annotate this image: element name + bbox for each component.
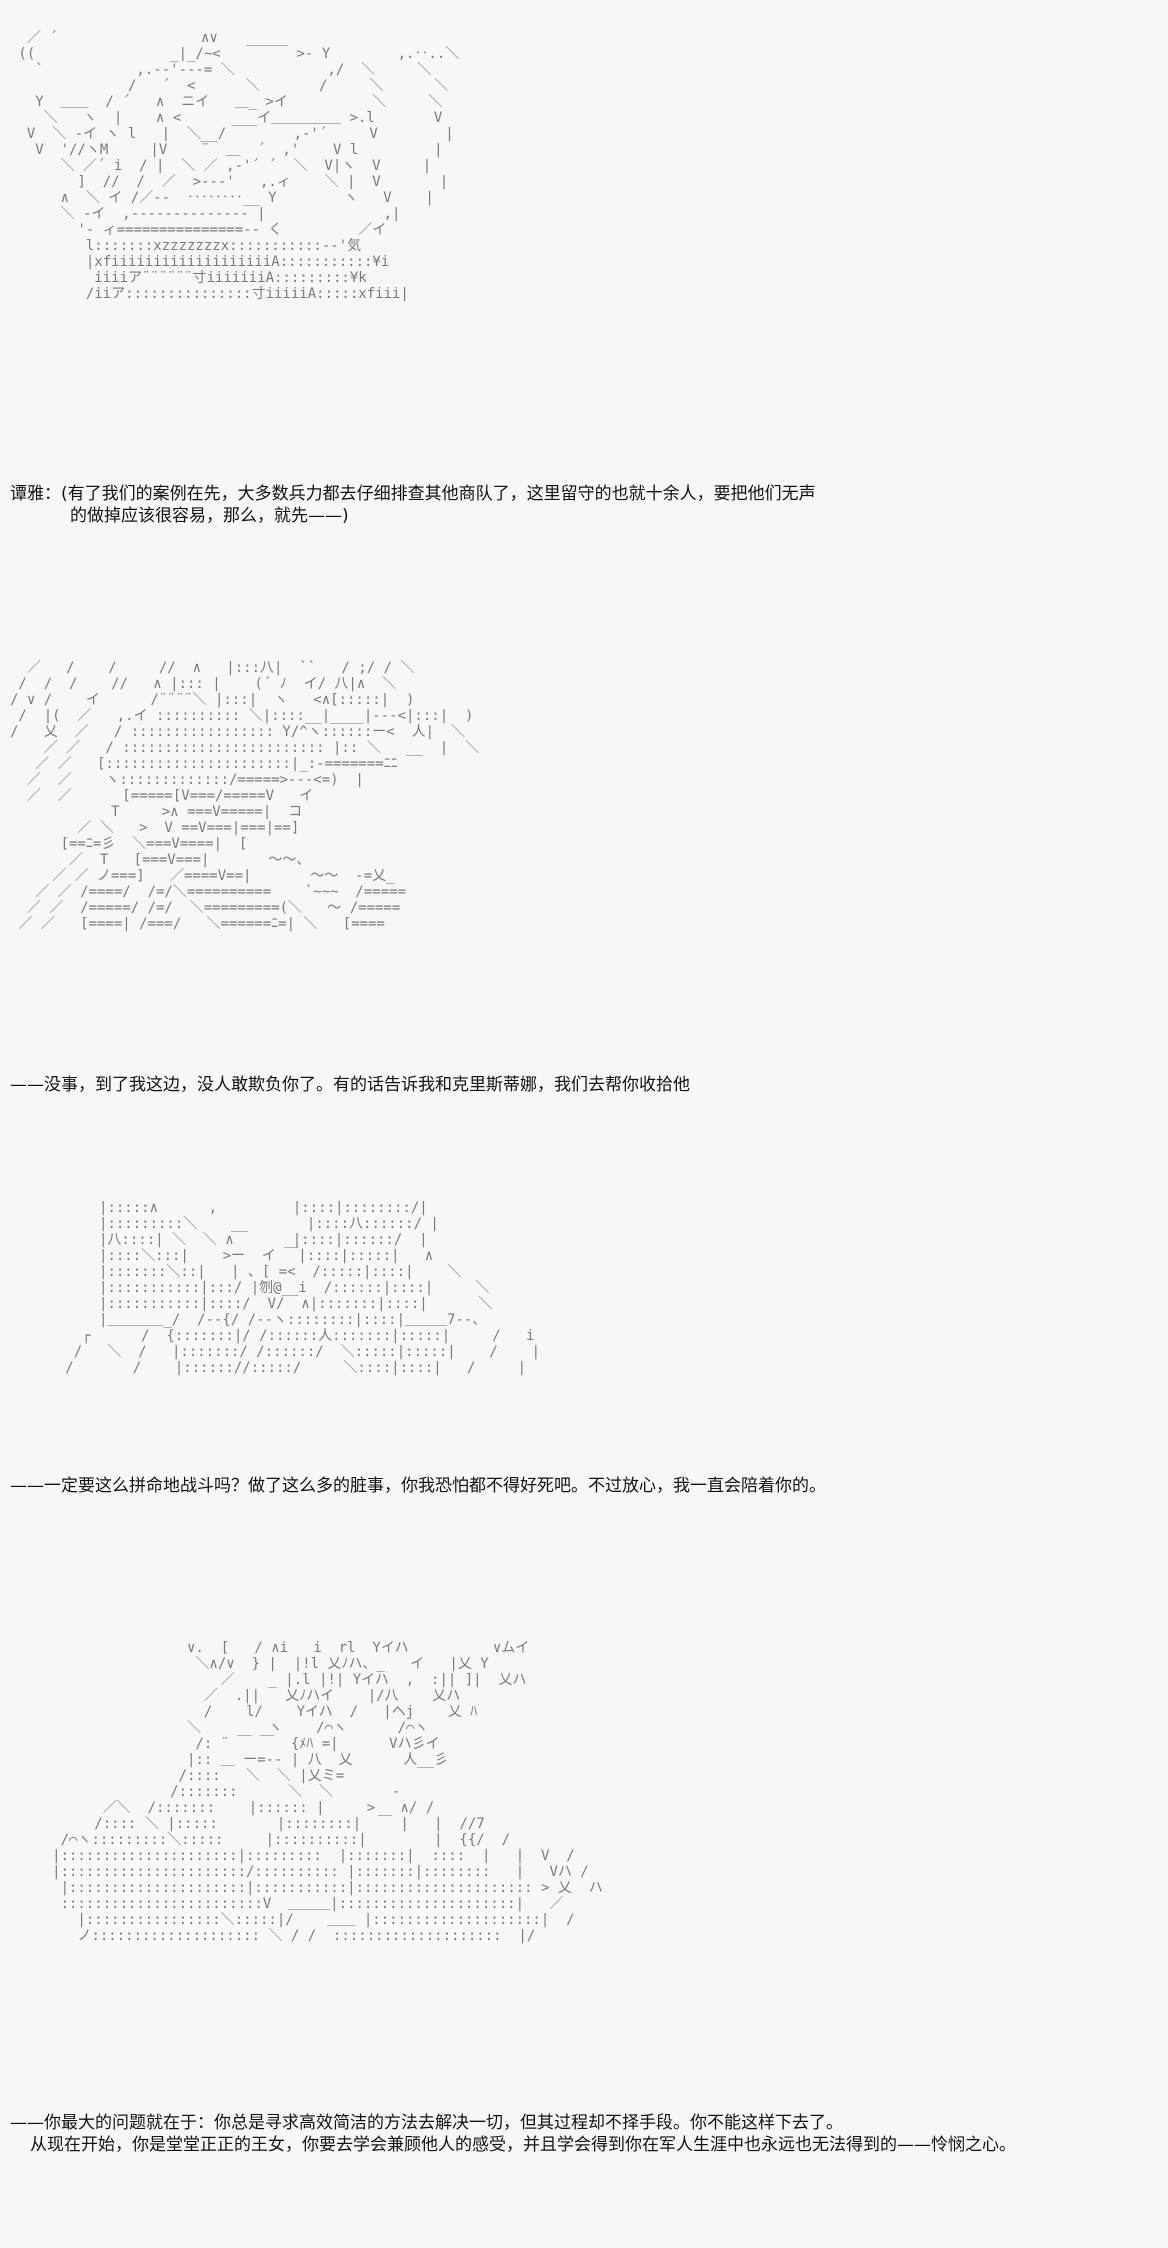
- ascii-art-panel-1: ／ ´ ∧∨ (( _|_/~< ￣￣￣ >- Y ,.‥..＼ ` ,.-‐'…: [18, 30, 460, 302]
- dialogue-line: ——没事，到了我这边，没人敢欺负你了。有的话告诉我和克里斯蒂娜，我们去帮你收拾他: [10, 1075, 690, 1095]
- dialogue-line: 从现在开始，你是堂堂正正的王女，你要去学会兼顾他人的感受，并且学会得到你在军人生…: [30, 2135, 1016, 2155]
- dialogue-panel-4: ——你最大的问题就在于：你总是寻求高效简洁的方法去解决一切，但其过程却不择手段。…: [10, 2112, 1016, 2156]
- ascii-art-panel-3: |:::::∧ , |::::|::::::::/| |:::::::::＼ _…: [65, 1200, 541, 1376]
- dialogue-panel-3: ——一定要这么拼命地战斗吗？做了这么多的脏事，你我恐怕都不得好死吧。不过放心，我…: [10, 1475, 826, 1497]
- ascii-art-panel-2: ／ / / // ∧ |:::八| `` / ;/ / ＼ / / / // ∧…: [10, 660, 480, 932]
- dialogue-panel-1: 谭雅：(有了我们的案例在先，大多数兵力都去仔细排查其他商队了，这里留守的也就十余…: [10, 483, 816, 527]
- ascii-art-panel-4: ∨. [ / ∧i i rl Yイハ ∨ムイ ＼∧/∨ } | |!l 乂ﾉハ、…: [52, 1640, 603, 1944]
- dialogue-line: ——你最大的问题就在于：你总是寻求高效简洁的方法去解决一切，但其过程却不择手段。…: [10, 2113, 843, 2133]
- dialogue-panel-2: ——没事，到了我这边，没人敢欺负你了。有的话告诉我和克里斯蒂娜，我们去帮你收拾他: [10, 1074, 690, 1096]
- dialogue-line: ——一定要这么拼命地战斗吗？做了这么多的脏事，你我恐怕都不得好死吧。不过放心，我…: [10, 1476, 826, 1496]
- dialogue-line: 谭雅：(有了我们的案例在先，大多数兵力都去仔细排查其他商队了，这里留守的也就十余…: [10, 484, 816, 504]
- dialogue-line: 的做掉应该很容易，那么，就先——): [70, 506, 349, 526]
